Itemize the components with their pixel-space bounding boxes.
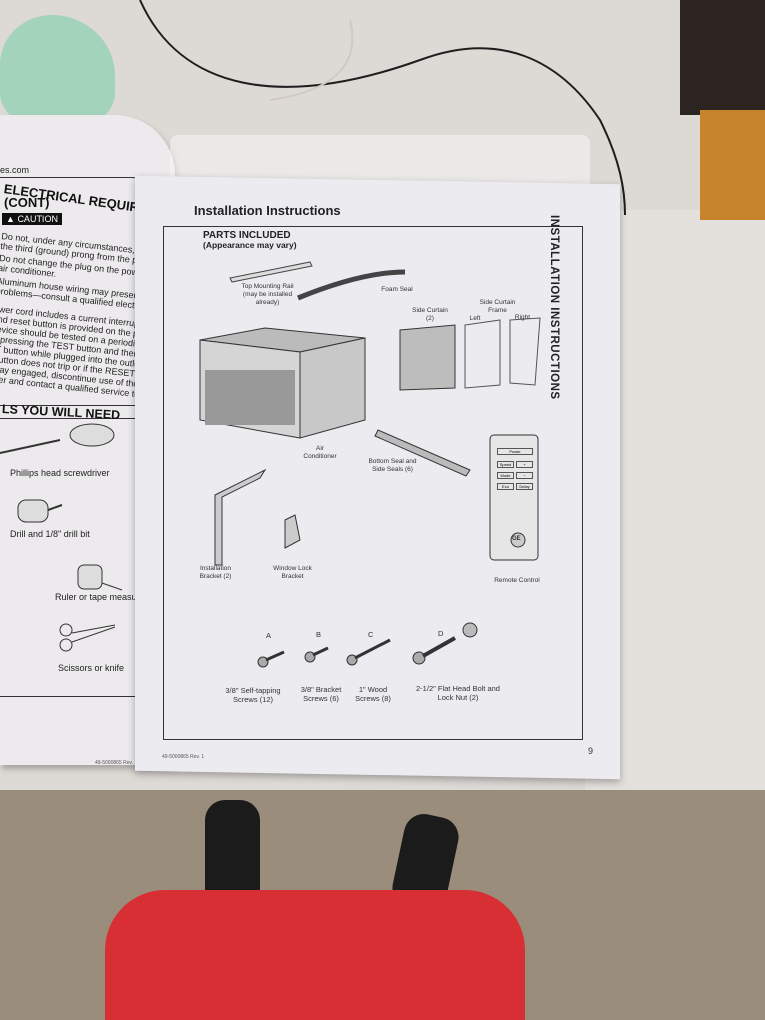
parts-title: PARTS INCLUDED [203, 230, 291, 241]
air-conditioner-drawing [199, 327, 366, 439]
installation-bracket-drawing [214, 468, 267, 566]
caution-text: CAUTION [17, 214, 58, 224]
side-curtain-label: Side Curtain (2) [412, 307, 448, 322]
remote-speed-button: Speed [497, 461, 514, 468]
bolt-d-drawing [412, 622, 478, 665]
tape-measure-icon [77, 564, 123, 591]
remote-delay-button: Delay [516, 483, 533, 490]
left-frame-drawing [464, 319, 501, 389]
side-title: INSTALLATION INSTRUCTIONS [548, 215, 560, 400]
left-doc-code: 49-5000865 Rev. 1 [95, 760, 138, 766]
window-lock-drawing [284, 514, 301, 549]
tool-label: Ruler or tape measure [55, 592, 145, 602]
air-conditioner-label: Air Conditioner [303, 445, 337, 460]
ge-logo: GE [512, 536, 521, 542]
bottom-seal-label: Bottom Seal and Side Seals (6) [368, 458, 417, 473]
right-frame-drawing [509, 317, 541, 386]
screw-label-b: 3/8" Bracket Screws (6) [300, 685, 342, 704]
right-label: Right [514, 314, 531, 321]
screwdriver-icon [0, 423, 115, 454]
bracket-label: Installation Bracket (2) [199, 565, 232, 580]
scissors-icon [59, 623, 116, 652]
screw-label-c: 1" Wood Screws (8) [355, 685, 391, 704]
power-cable [139, 0, 626, 216]
screw-a-drawing [257, 650, 285, 668]
bottom-seal-drawing [374, 429, 471, 477]
remote-drawing [489, 434, 539, 561]
remote-eco-button: Eco [497, 483, 514, 490]
red-shorts [105, 890, 525, 1020]
remote-minus-button: − [516, 472, 533, 479]
remote-buttons: Power Speed + Mode − Eco Delay [497, 448, 533, 490]
remote-mode-button: Mode [497, 472, 514, 479]
electrical-heading-cont: (CONT) [4, 195, 50, 210]
screw-letter-b: B [316, 630, 322, 639]
tool-label: Scissors or knife [58, 663, 125, 673]
parts-subtitle: (Appearance may vary) [203, 240, 297, 250]
screw-letter-d: D [438, 629, 444, 638]
page-number: 9 [588, 746, 594, 756]
window-lock-label: Window Lock Bracket [273, 565, 312, 580]
tool-label: Drill and 1/8" drill bit [10, 529, 90, 539]
left-label: Left [469, 315, 481, 322]
caution-label: ▲ CAUTION [2, 213, 62, 225]
remote-label: Remote Control [494, 577, 540, 584]
page-title: Installation Instructions [194, 203, 341, 218]
side-frame-label: Side Curtain Frame [479, 299, 516, 314]
parts-frame [163, 226, 583, 740]
remote-plus-button: + [516, 461, 533, 468]
right-doc-code: 49-5000865 Rev. 1 [162, 754, 205, 760]
tools-illustrations [0, 423, 123, 652]
screw-c-drawing [346, 638, 391, 666]
screw-b-drawing [304, 646, 329, 663]
dark-object [680, 0, 765, 115]
mint-kettle [0, 15, 115, 125]
screw-label-d: 2-1/2" Flat Head Bolt and Lock Nut (2) [416, 684, 500, 703]
tool-label: Phillips head screwdriver [10, 468, 110, 478]
remote-power-button: Power [497, 448, 533, 455]
screw-letter-c: C [368, 630, 374, 639]
screw-letter-a: A [266, 631, 272, 640]
foam-seal-label: Foam Seal [381, 286, 413, 293]
warning-icon: ▲ [6, 214, 15, 224]
url-fragment: es.com [0, 165, 30, 175]
top-rail-drawing [229, 261, 313, 283]
side-curtain-drawing [399, 324, 456, 391]
wooden-stool [700, 110, 765, 220]
top-rail-label: Top Mounting Rail (may be installed alre… [241, 283, 294, 306]
screw-label-a: 3/8" Self-tapping Screws (12) [225, 686, 281, 705]
drill-icon [17, 499, 63, 523]
foam-seal-drawing [297, 269, 406, 301]
